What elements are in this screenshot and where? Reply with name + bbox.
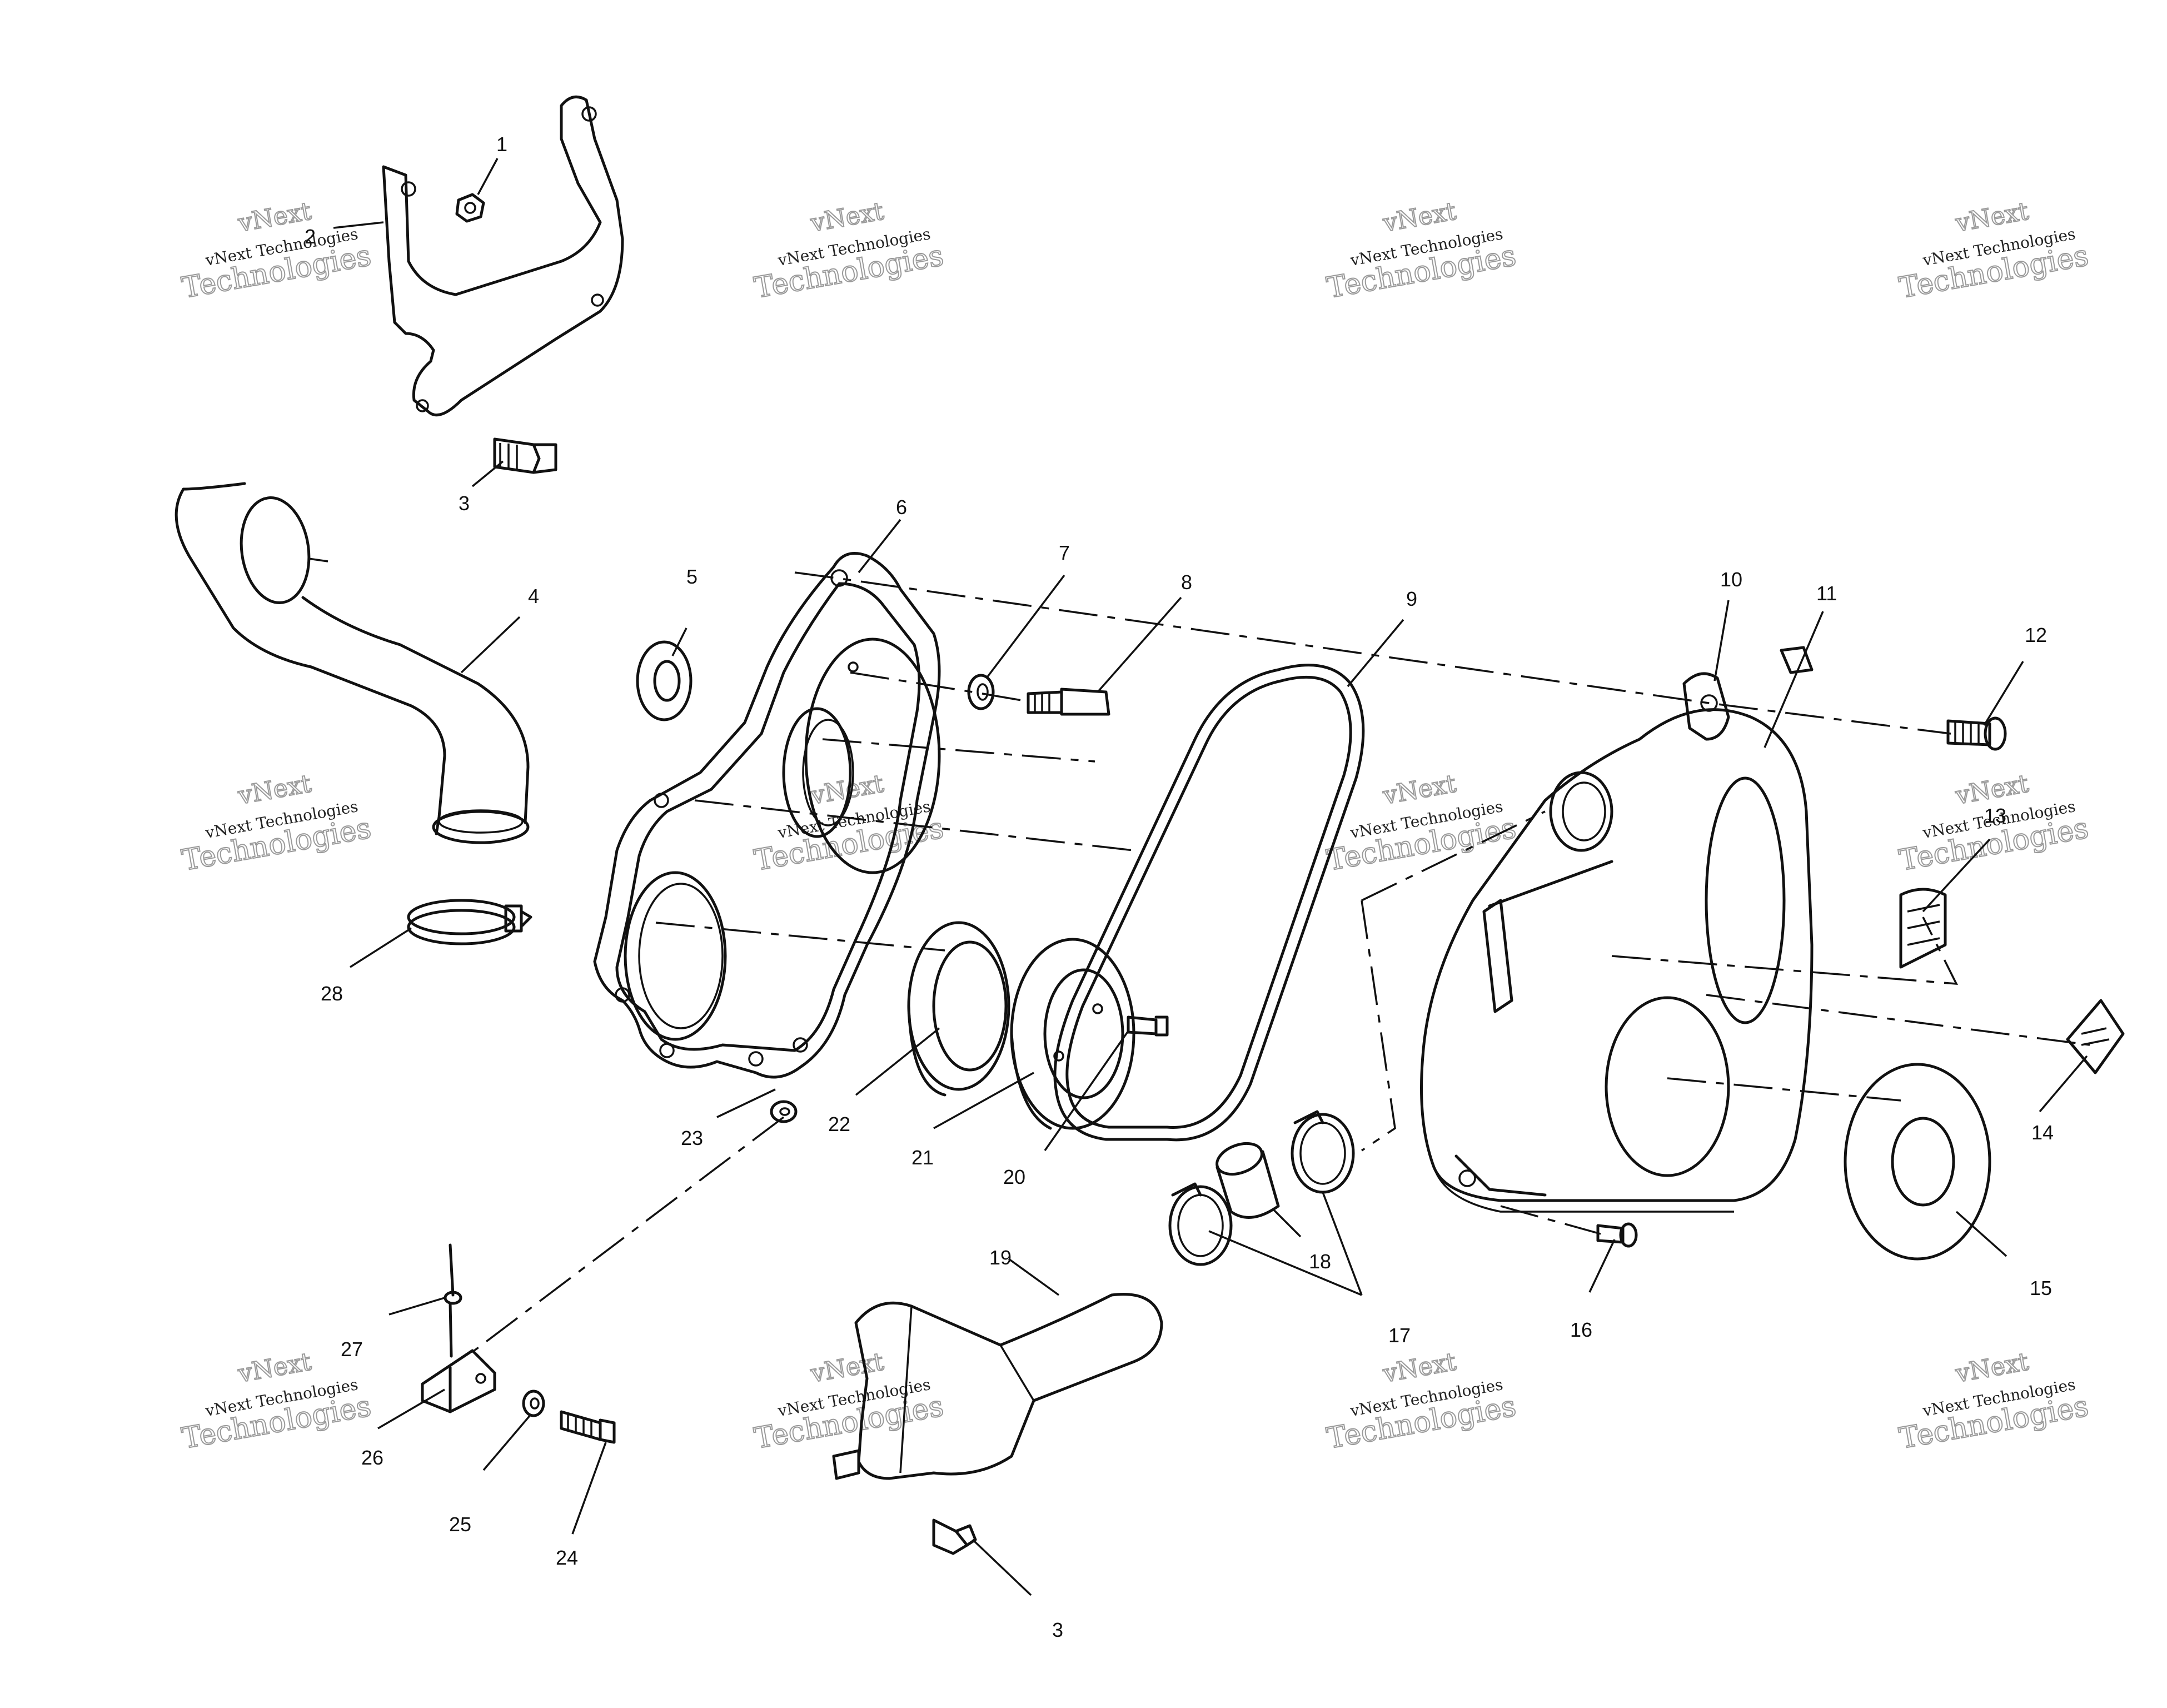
callout-3-lower: 3 — [1052, 1619, 1063, 1641]
callout-23: 23 — [681, 1127, 703, 1149]
screw-12 — [1946, 716, 2007, 751]
clamp-17-upper — [1291, 1110, 1355, 1194]
callout-6: 6 — [896, 496, 907, 519]
drive-belt — [1053, 664, 1365, 1142]
decal-14 — [2066, 999, 2125, 1074]
callout-11: 11 — [1816, 582, 1837, 605]
watermark-top: vNext — [808, 197, 886, 237]
nut — [455, 193, 485, 223]
hose-clamp — [407, 899, 532, 945]
callout-5: 5 — [686, 565, 698, 588]
callout-13: 13 — [1984, 804, 2006, 827]
intake-hose — [175, 482, 530, 844]
drive-plate-21 — [1010, 938, 1135, 1130]
decal-11 — [1780, 646, 1814, 674]
watermark-top: vNext — [1953, 197, 2031, 237]
air-duct — [832, 1293, 1163, 1480]
callout-8: 8 — [1181, 571, 1192, 594]
callout-26: 26 — [361, 1446, 383, 1469]
mounting-bracket — [382, 95, 624, 417]
callout-21: 21 — [911, 1146, 934, 1169]
rivet-27 — [444, 1243, 462, 1358]
bolt-lower — [932, 1518, 977, 1555]
callout-14: 14 — [2031, 1121, 2054, 1144]
seal-22 — [907, 921, 1010, 1097]
clamp-17-lower — [1168, 1182, 1233, 1266]
screw-16 — [1596, 1222, 1638, 1248]
callout-22: 22 — [828, 1113, 850, 1136]
watermark-top: vNext — [808, 1347, 886, 1388]
callout-2: 2 — [305, 225, 316, 248]
callout-1: 1 — [496, 133, 507, 156]
inner-cover — [593, 552, 941, 1079]
bolt-24 — [560, 1410, 616, 1444]
bracket-26 — [421, 1349, 496, 1413]
callout-20: 20 — [1003, 1166, 1025, 1188]
callout-28: 28 — [321, 982, 343, 1005]
callout-19: 19 — [989, 1246, 1012, 1269]
callout-25: 25 — [449, 1513, 471, 1536]
bolt-20 — [1127, 1015, 1169, 1037]
washer-23 — [770, 1100, 798, 1123]
decal-13 — [1899, 888, 1947, 969]
washer-5 — [636, 640, 693, 721]
watermark-top: vNext — [1953, 1347, 2031, 1388]
watermark-top: vNext — [1381, 769, 1458, 810]
coupler-18 — [1215, 1142, 1280, 1219]
outer-cover — [1420, 672, 1814, 1213]
callout-27: 27 — [341, 1338, 363, 1361]
callout-17: 17 — [1388, 1324, 1411, 1347]
disc-15 — [1844, 1063, 1991, 1261]
watermark-top: vNext — [1381, 197, 1458, 237]
callout-18: 18 — [1309, 1250, 1331, 1273]
callout-9: 9 — [1406, 587, 1417, 610]
callout-labels: 1 2 3 4 5 6 7 8 9 10 11 12 13 14 15 16 1… — [305, 133, 2054, 1641]
washer-7 — [967, 674, 995, 710]
bolt-8 — [1027, 688, 1110, 716]
assembly-lines — [466, 571, 2090, 1357]
callout-15: 15 — [2030, 1277, 2052, 1299]
watermark-top: vNext — [1381, 1347, 1458, 1388]
watermark-top: vNext — [236, 1347, 313, 1388]
bolt-upper — [493, 437, 557, 474]
washer-25 — [522, 1390, 545, 1417]
leader-lines — [333, 158, 2088, 1596]
callout-10: 10 — [1720, 568, 1742, 591]
callout-24: 24 — [556, 1546, 578, 1569]
watermark-top: vNext — [236, 197, 313, 237]
watermark-top: vNext — [236, 769, 313, 810]
callout-4: 4 — [528, 585, 539, 607]
callout-16: 16 — [1570, 1318, 1592, 1341]
callout-12: 12 — [2025, 624, 2047, 646]
watermark-group: vNext vNext Technologies Technologies vN… — [179, 196, 2091, 1456]
callout-3: 3 — [459, 492, 470, 515]
callout-7: 7 — [1059, 541, 1070, 564]
